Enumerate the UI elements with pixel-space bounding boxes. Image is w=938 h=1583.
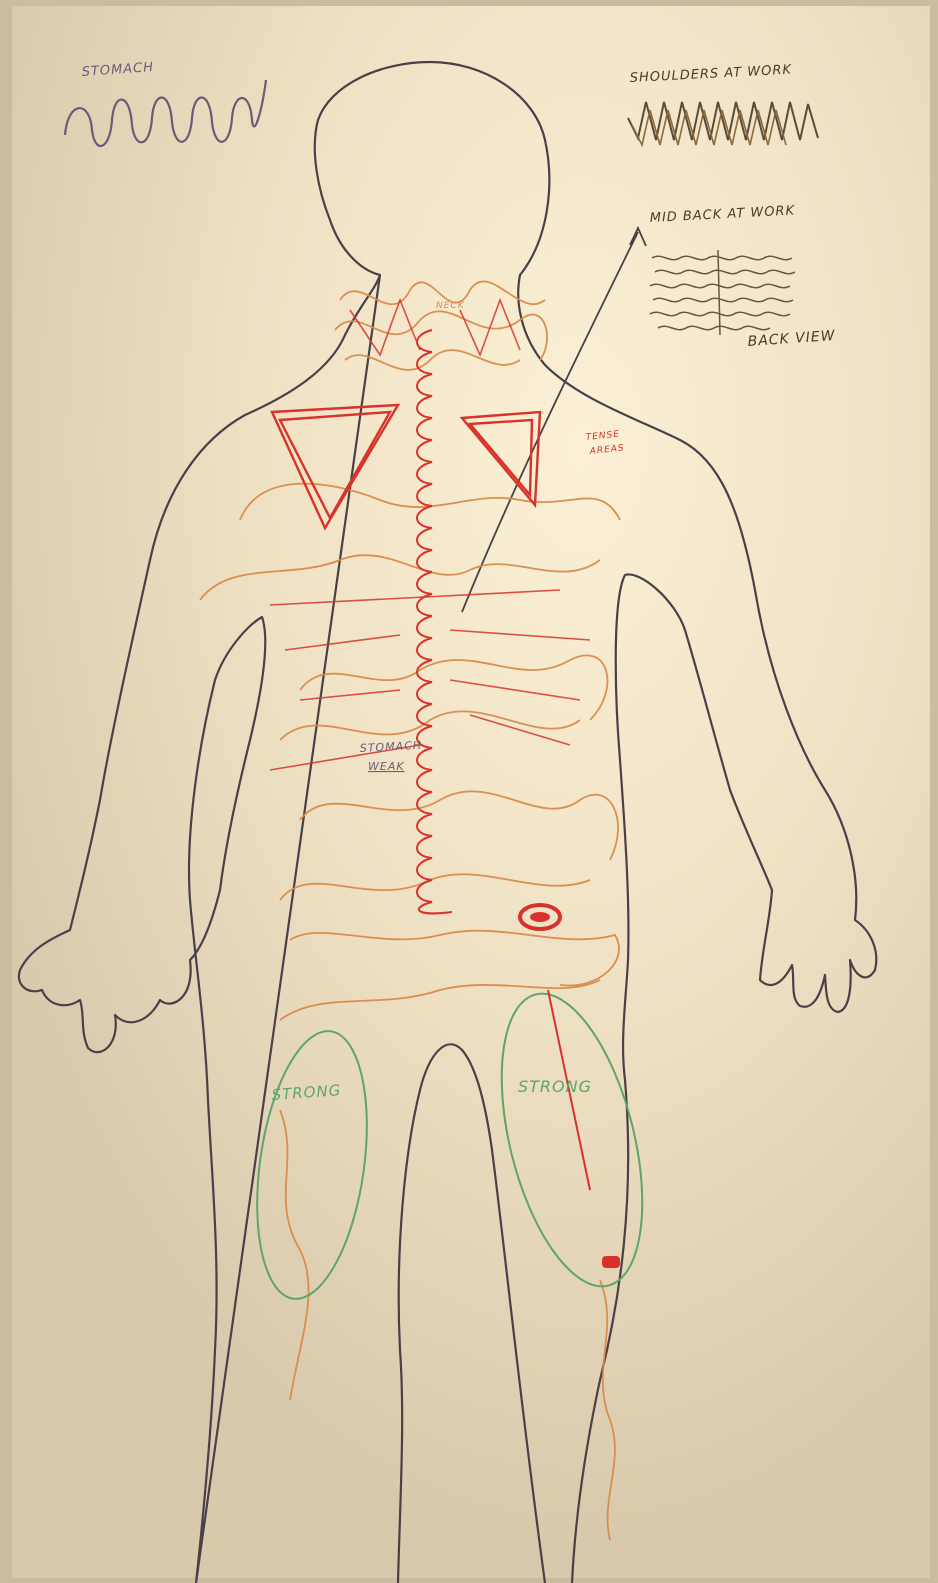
- strong-right-label: STRONG: [518, 1077, 592, 1096]
- neck-label: NECK: [436, 301, 465, 311]
- right-leg-spot: [602, 1256, 620, 1268]
- stomach-weak-line2: WEAK: [368, 760, 405, 773]
- lower-back-spot-inner: [530, 912, 550, 922]
